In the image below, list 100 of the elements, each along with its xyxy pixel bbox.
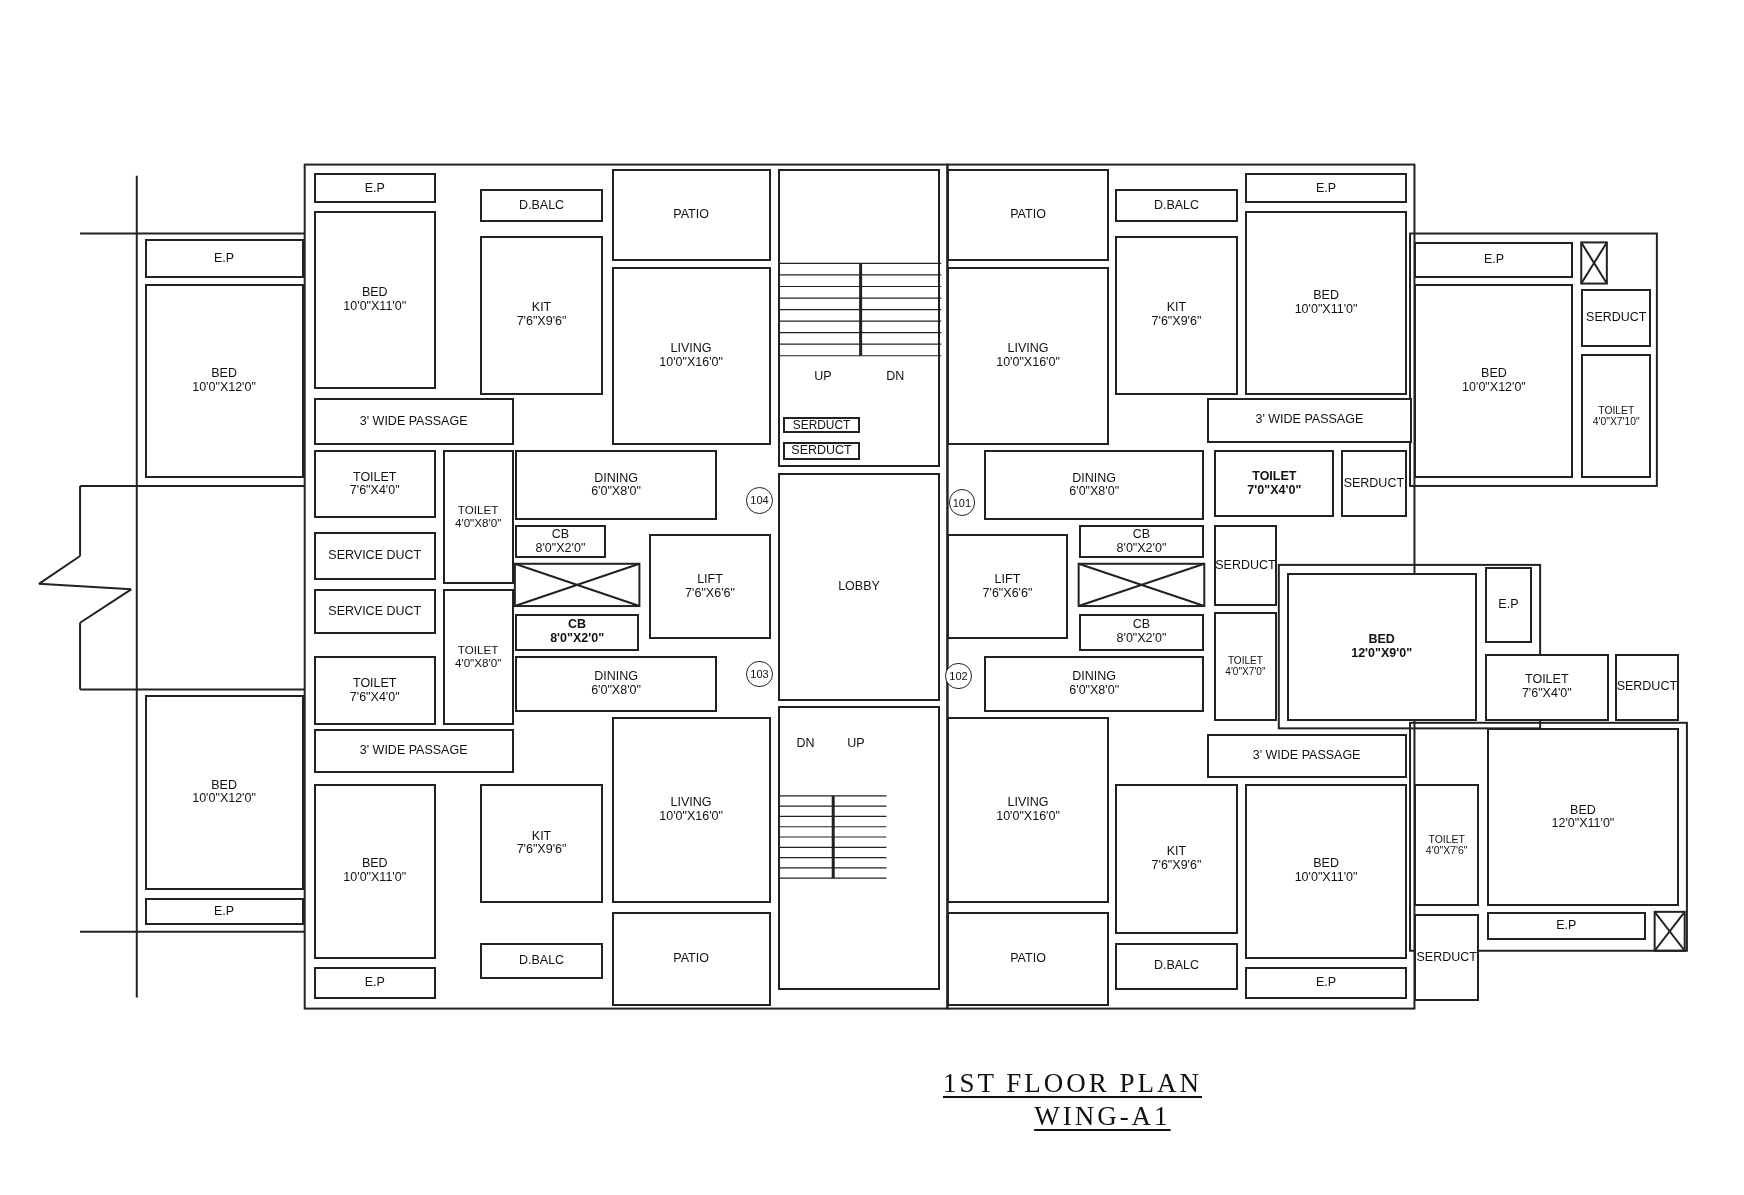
room-dimension: 12'0"X9'0"	[1351, 646, 1413, 661]
room-dimension: 10'0"X11'0"	[1294, 871, 1358, 885]
room-name: LOBBY	[838, 579, 880, 594]
room-name: E.P	[213, 904, 235, 919]
room-outline	[947, 533, 1068, 640]
room-outline	[611, 169, 771, 262]
room-outline	[514, 656, 718, 712]
room-outline	[947, 911, 1109, 1007]
room-name: TOILET	[1525, 673, 1569, 688]
room-outline	[313, 783, 436, 959]
room-name: KIT	[1166, 845, 1187, 859]
room-dimension: 10'0"X12'0"	[192, 792, 256, 807]
room-name: BED	[1313, 289, 1339, 303]
plan-title: 1ST FLOOR PLAN	[942, 1067, 1202, 1099]
room-name: 3' WIDE PASSAGE	[1255, 413, 1364, 428]
room-dimension: 10'0"X16'0"	[659, 355, 723, 370]
room-dimension: 6'0"X8'0"	[591, 683, 641, 698]
room-name: TOILET	[352, 676, 397, 691]
room-name: E.P	[213, 251, 235, 266]
room-name: TOILET	[1428, 833, 1465, 846]
room-name: D.BALC	[518, 953, 565, 968]
room-name: CB	[568, 618, 587, 633]
room-dimension: 10'0"X16'0"	[659, 810, 723, 824]
room-dimension: 7'6"X4'0"	[349, 484, 400, 498]
room-name: DINING	[1072, 670, 1117, 684]
room-outline	[313, 729, 514, 773]
room-dimension: 7'6"X6'6"	[982, 586, 1033, 601]
room-outline	[1486, 728, 1680, 907]
room-name: BED	[1481, 367, 1507, 381]
room-outline	[1214, 524, 1277, 607]
plan-subtitle: WING-A1	[1034, 1100, 1171, 1132]
room-outline	[1341, 450, 1407, 518]
room-name: SERDUCT	[792, 418, 851, 432]
room-outline	[313, 211, 436, 390]
room-dimension: 7'6"X9'6"	[1151, 315, 1202, 329]
room-name: PATIO	[1010, 952, 1046, 966]
room-outline	[1115, 189, 1238, 223]
room-name: E.P	[1498, 598, 1519, 612]
room-name: KIT	[531, 829, 552, 844]
room-name: LIVING	[1007, 342, 1049, 356]
room-outline	[611, 717, 771, 903]
room-dimension: 7'6"X4'0"	[349, 690, 400, 705]
room-outline	[313, 398, 514, 445]
room-name: BED	[1313, 857, 1339, 872]
unit-number: 103	[750, 667, 769, 680]
room-outline	[1245, 173, 1407, 204]
stair-direction-label: UP	[814, 369, 832, 384]
room-dimension: 10'0"X12'0"	[1462, 380, 1526, 395]
room-name: TOILET	[457, 504, 499, 518]
room-name: SERVICE DUCT	[328, 549, 422, 563]
room-dimension: 4'0"X8'0"	[454, 517, 502, 530]
room-outline	[1245, 783, 1407, 959]
room-outline	[984, 656, 1205, 712]
room-outline	[313, 450, 436, 519]
room-dimension: 8'0"X2'0"	[535, 541, 586, 556]
room-outline	[984, 450, 1205, 521]
room-dimension: 10'0"X11'0"	[343, 300, 407, 314]
room-name: CB	[1132, 618, 1151, 633]
room-outline	[1206, 398, 1413, 443]
room-outline	[313, 531, 436, 581]
room-name: SERDUCT	[791, 444, 852, 459]
room-name: E.P	[1315, 976, 1337, 990]
room-name: 3' WIDE PASSAGE	[359, 414, 468, 429]
unit-number-circle	[746, 487, 773, 514]
room-name: SERDUCT	[1616, 680, 1678, 695]
room-name: BED	[361, 286, 388, 301]
room-name: DINING	[1072, 471, 1117, 486]
room-name: LIVING	[670, 796, 712, 811]
room-name: KIT	[531, 301, 552, 316]
room-outline	[1206, 733, 1407, 779]
room-name: BED	[211, 778, 237, 793]
room-name: SERDUCT	[1343, 476, 1405, 491]
room-name: PATIO	[673, 208, 709, 223]
room-dimension: 8'0"X2'0"	[1116, 632, 1167, 646]
room-outline	[1286, 572, 1477, 721]
room-dimension: 4'0"X7'10"	[1592, 415, 1640, 428]
room-outline	[144, 283, 304, 479]
room-outline	[1214, 611, 1277, 721]
room-name: E.P	[364, 181, 385, 196]
room-outline	[1581, 289, 1652, 347]
room-name: SERDUCT	[1416, 950, 1477, 965]
room-name: BED	[361, 857, 388, 872]
room-outline	[1614, 653, 1680, 721]
room-outline	[947, 266, 1109, 445]
room-outline	[947, 717, 1109, 903]
room-outline	[1115, 235, 1238, 395]
room-name: E.P	[1483, 253, 1505, 268]
room-dimension: 4'0"X7'6"	[1425, 845, 1468, 857]
room-outline	[782, 442, 861, 461]
room-name: D.BALC	[1153, 959, 1200, 974]
room-outline	[611, 266, 771, 445]
room-dimension: 10'0"X12'0"	[192, 380, 256, 395]
unit-number: 101	[952, 496, 972, 509]
room-name: PATIO	[1010, 208, 1046, 223]
room-outline	[947, 169, 1109, 262]
room-name: D.BALC	[518, 198, 565, 213]
room-outline	[514, 524, 606, 559]
room-dimension: 7'6"X9'6"	[516, 843, 567, 858]
room-outline	[480, 235, 603, 395]
room-dimension: 12'0"X11'0"	[1551, 817, 1615, 832]
